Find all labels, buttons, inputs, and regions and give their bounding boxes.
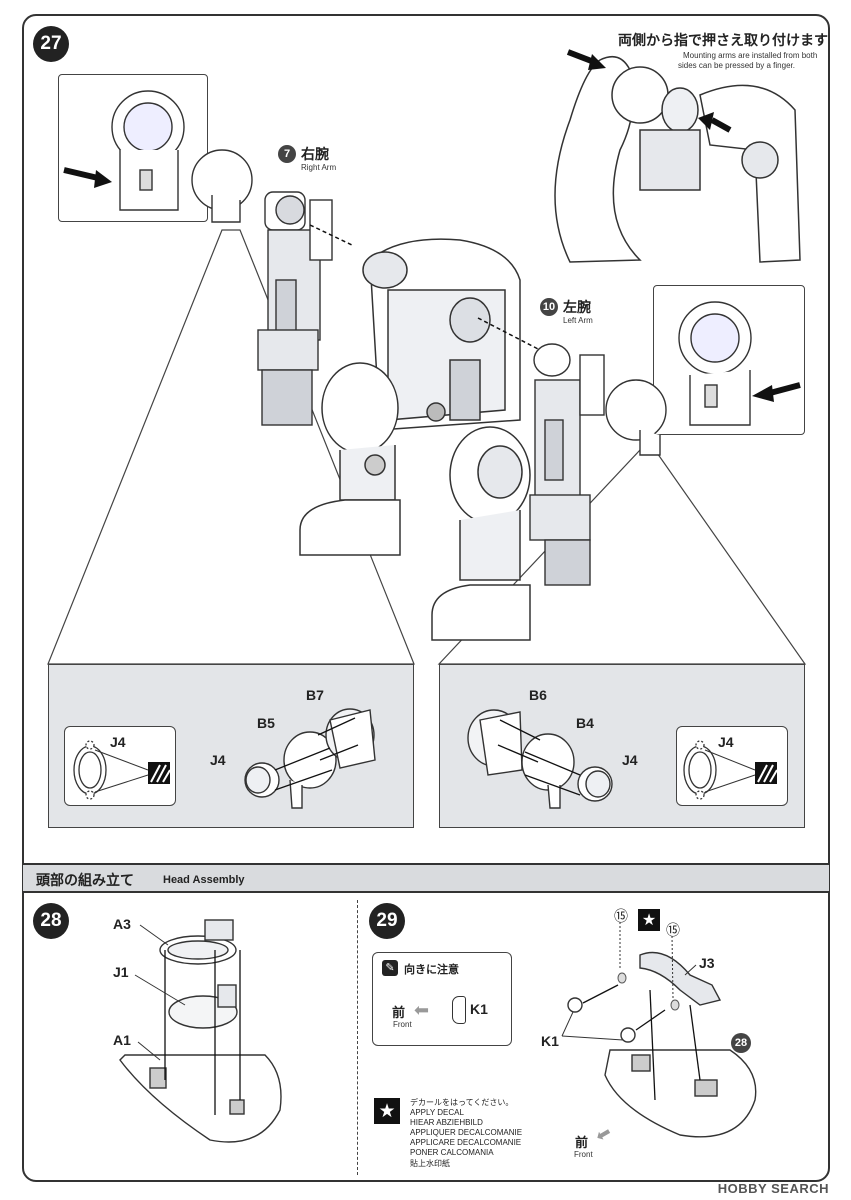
step-27-illustration (47, 49, 807, 809)
decal-star-icon: ★ (638, 909, 660, 931)
hatch-icon-right (755, 762, 778, 784)
label-b5: B5 (257, 715, 275, 731)
ref-step-28-badge: 28 (731, 1033, 751, 1053)
decal-number-2: ⑮ (666, 922, 680, 938)
hatch-icon-left (148, 762, 171, 784)
k1-shape (452, 996, 466, 1024)
decal-number-1: ⑮ (614, 908, 628, 924)
label-j3: J3 (699, 955, 715, 971)
caution-text: 向きに注意 (404, 964, 459, 976)
label-j4-left: J4 (210, 752, 226, 768)
caution-box (372, 952, 512, 1046)
right-arm-number: 7 (278, 145, 296, 163)
label-j4-inset-left: J4 (110, 734, 126, 750)
front-label-en: Front (393, 1020, 412, 1029)
decal-legend-fr: APPLIQUER DECALCOMANIE (410, 1128, 523, 1137)
label-j1: J1 (113, 964, 129, 980)
finger-note-jp: 両側から指で押さえ取り付けます (618, 32, 828, 48)
decal-legend-zh: 貼上水印紙 (410, 1159, 450, 1168)
left-arm-en: Left Arm (563, 316, 593, 325)
label-k1-box: K1 (470, 1001, 488, 1017)
label-b6: B6 (529, 687, 547, 703)
label-k1: K1 (541, 1033, 559, 1049)
front-label-jp: 前 (392, 1005, 406, 1020)
page-frame (22, 14, 830, 1182)
watermark-logo: HOBBY SEARCH (717, 1181, 829, 1196)
right-arm-jp: 右腕 (301, 146, 329, 162)
front2-label-jp: 前 (575, 1135, 589, 1150)
front2-label-en: Front (574, 1150, 593, 1159)
head-assembly-title-en: Head Assembly (163, 874, 245, 886)
step-27-badge: 27 (33, 26, 69, 62)
step-29-badge: 29 (369, 903, 405, 939)
label-j4-inset-right: J4 (718, 734, 734, 750)
left-arm-jp: 左腕 (563, 299, 591, 315)
decal-legend-en: APPLY DECAL (410, 1108, 464, 1117)
label-a1: A1 (113, 1032, 131, 1048)
label-b7: B7 (306, 687, 324, 703)
push-arrow-icon-left (769, 382, 801, 396)
finger-note-en-2: sides can be pressed by a finger. (678, 61, 795, 70)
step-28-badge: 28 (33, 903, 69, 939)
right-arm-en: Right Arm (301, 163, 337, 172)
head-assembly-header (23, 863, 829, 893)
head-assembly-title-jp: 頭部の組み立て (36, 872, 134, 888)
decal-legend-es: PONER CALCOMANIA (410, 1148, 494, 1157)
decal-legend-jp: デカールをはってください。 (410, 1098, 514, 1107)
decal-legend-de: HIEAR ABZIEHBILD (410, 1118, 483, 1127)
label-j4-right: J4 (622, 752, 638, 768)
push-arrow-icon (63, 167, 99, 181)
front-arrow-icon: ⬅ (414, 1000, 430, 1020)
finger-note-en-1: Mounting arms are installed from both (683, 51, 818, 60)
decal-legend-it: APPLICARE DECALCOMANIE (410, 1138, 522, 1147)
label-a3: A3 (113, 916, 131, 932)
left-arm-number: 10 (540, 298, 558, 316)
step-divider (357, 900, 358, 1175)
finger-arrow-icon (566, 49, 596, 65)
label-b4: B4 (576, 715, 594, 731)
caution-icon: ✎ (382, 960, 398, 976)
legend-star-icon: ★ (374, 1098, 400, 1124)
